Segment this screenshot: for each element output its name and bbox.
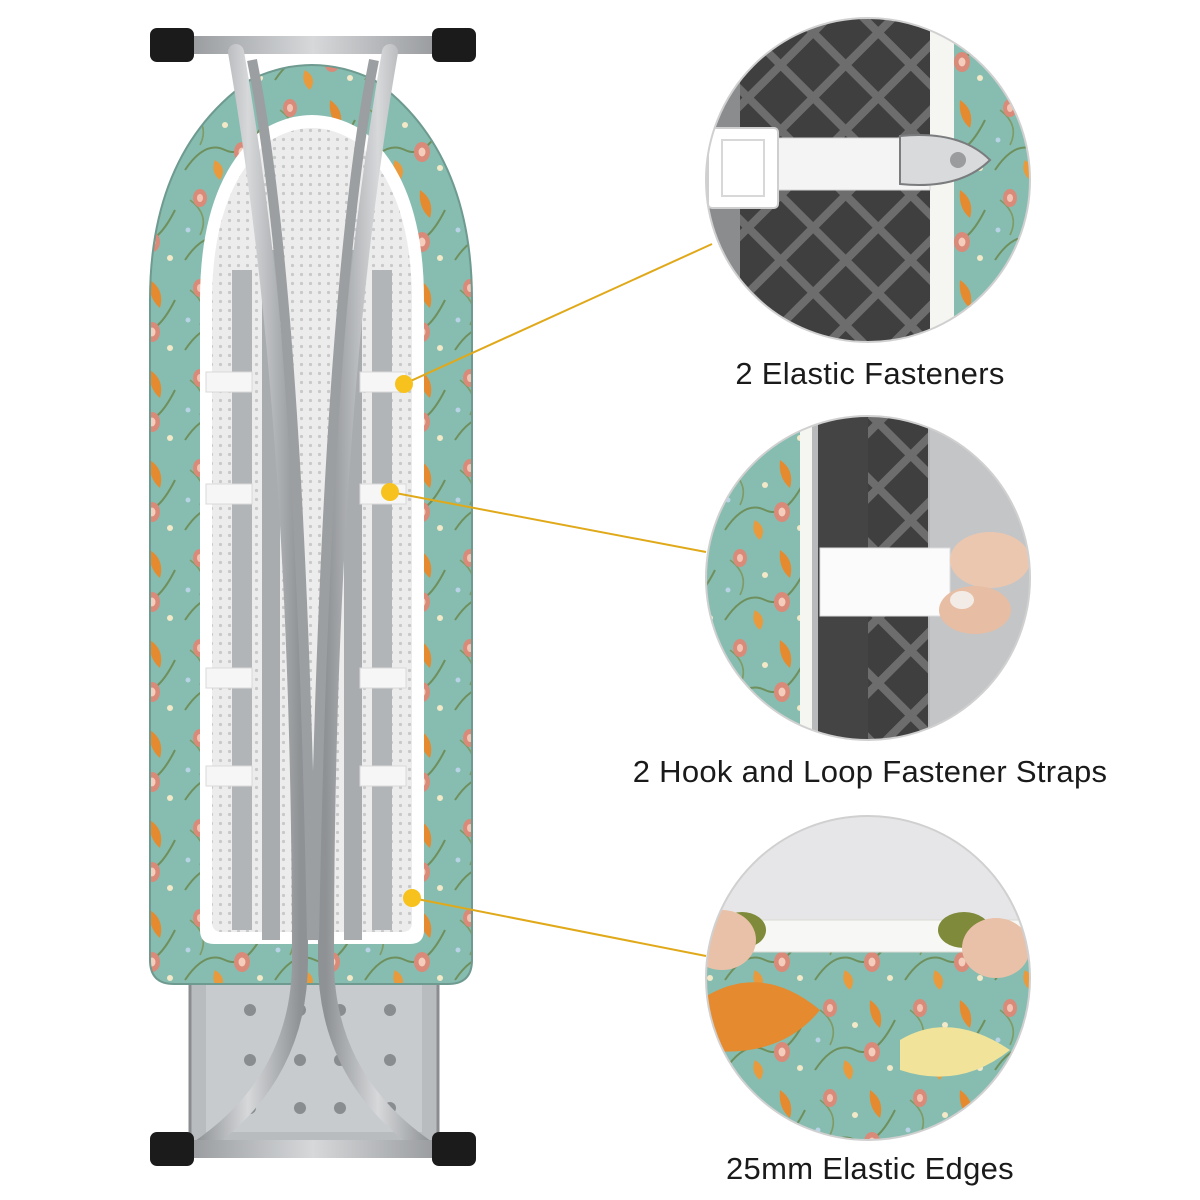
top-left-foot	[150, 28, 194, 62]
bottom-right-foot	[432, 1132, 476, 1166]
detail-circle-elastic-edges	[705, 815, 1031, 1141]
marker-elastic-edges	[403, 889, 421, 907]
ironing-board	[149, 28, 476, 1166]
marker-hook-loop	[381, 483, 399, 501]
bottom-left-foot	[150, 1132, 194, 1166]
callout-lines	[381, 243, 713, 957]
top-frame-bar	[170, 36, 456, 54]
marker-elastic-fasteners	[395, 375, 413, 393]
detail-circle-elastic-fasteners	[705, 17, 1031, 343]
top-right-foot	[432, 28, 476, 62]
detail-circle-hook-loop	[705, 415, 1031, 741]
caption-hook-loop-straps: 2 Hook and Loop Fastener Straps	[632, 754, 1108, 789]
caption-elastic-fasteners: 2 Elastic Fasteners	[735, 356, 1005, 391]
bottom-frame-bar	[170, 1140, 456, 1158]
caption-elastic-edges: 25mm Elastic Edges	[726, 1151, 1014, 1186]
